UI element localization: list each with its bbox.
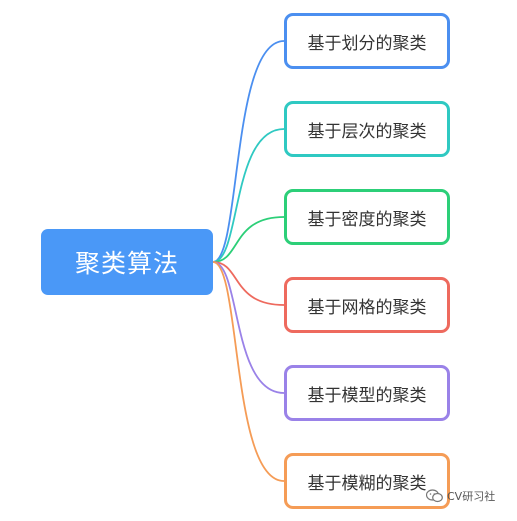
branch-node-label: 基于划分的聚类	[307, 33, 427, 54]
connector-line-3	[212, 261, 285, 306]
connector-line-0	[212, 40, 285, 263]
branch-node-model[interactable]: 基于模型的聚类	[284, 365, 450, 421]
connector-line-5	[212, 261, 285, 482]
wechat-icon	[426, 489, 443, 503]
watermark: CV研习社	[426, 488, 495, 504]
connector-line-1	[212, 128, 285, 263]
branch-node-density[interactable]: 基于密度的聚类	[284, 189, 450, 245]
branch-node-grid[interactable]: 基于网格的聚类	[284, 277, 450, 333]
branch-node-hierarchical[interactable]: 基于层次的聚类	[284, 101, 450, 157]
branch-node-label: 基于网格的聚类	[307, 297, 427, 318]
root-node-label: 聚类算法	[74, 249, 179, 278]
watermark-text: CV研习社	[447, 490, 496, 503]
branch-node-label: 基于模型的聚类	[307, 385, 427, 406]
connector-line-2	[212, 216, 285, 263]
branch-node-label: 基于层次的聚类	[307, 121, 427, 142]
root-node[interactable]: 聚类算法	[41, 229, 213, 295]
branch-node-label: 基于密度的聚类	[307, 209, 427, 230]
connector-line-4	[212, 261, 285, 394]
branch-node-fuzzy[interactable]: 基于模糊的聚类	[284, 453, 450, 509]
branch-node-partition[interactable]: 基于划分的聚类	[284, 13, 450, 69]
branch-node-label: 基于模糊的聚类	[307, 473, 427, 494]
